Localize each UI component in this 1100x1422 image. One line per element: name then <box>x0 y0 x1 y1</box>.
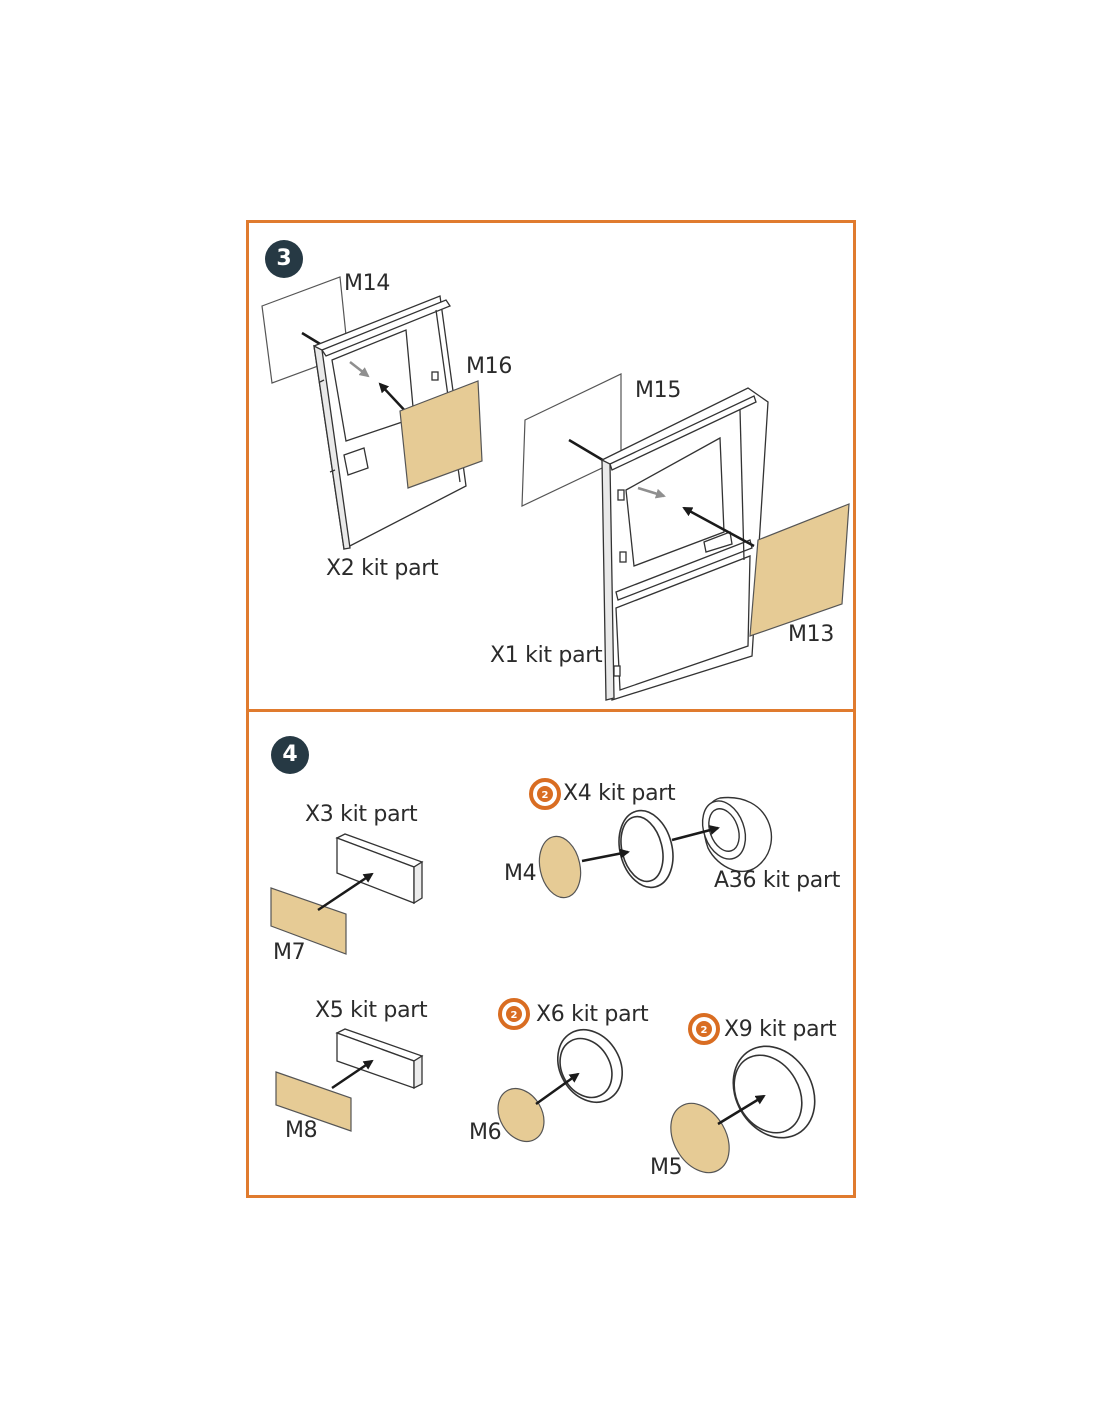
label-m6: M6 <box>469 1120 502 1145</box>
step-3-badge: 3 <box>265 240 303 278</box>
label-m5: M5 <box>650 1155 683 1180</box>
arrow-m4 <box>581 848 630 863</box>
door-x1 <box>601 387 769 701</box>
block-x5 <box>335 1028 424 1090</box>
label-m14: M14 <box>344 271 391 296</box>
label-m16: M16 <box>466 354 513 379</box>
mask-m6 <box>497 1087 545 1143</box>
repeat-2x-icon: 2 <box>498 998 530 1030</box>
ring-x4 <box>618 809 674 889</box>
mask-m16 <box>399 380 483 489</box>
svg-text:2: 2 <box>511 1010 518 1021</box>
arrow-m13 <box>682 506 755 548</box>
label-x5: X5 kit part <box>315 998 428 1023</box>
label-x9: X9 kit part <box>724 1017 837 1042</box>
label-m15: M15 <box>635 378 682 403</box>
step-4-badge: 4 <box>271 736 309 774</box>
arrow-m15-window <box>637 486 666 499</box>
ring-x9 <box>732 1045 816 1139</box>
arrow-x4 <box>671 825 720 842</box>
mask-m7 <box>270 887 347 955</box>
arrow-m16 <box>378 382 409 415</box>
arrow-m6 <box>535 1072 580 1106</box>
svg-text:2: 2 <box>701 1025 708 1036</box>
label-x2: X2 kit part <box>326 556 439 581</box>
label-m8: M8 <box>285 1118 318 1143</box>
label-m7: M7 <box>273 940 306 965</box>
door-x2 <box>313 295 467 550</box>
arrow-m7 <box>317 872 374 912</box>
svg-text:2: 2 <box>542 790 549 801</box>
mask-m4 <box>538 835 582 899</box>
arrow-m5 <box>717 1094 766 1126</box>
repeat-2x-icon: 2 <box>688 1013 720 1045</box>
arrow-m8 <box>331 1059 374 1090</box>
ring-x6 <box>557 1029 623 1103</box>
label-m4: M4 <box>504 861 537 886</box>
label-x3: X3 kit part <box>305 802 418 827</box>
label-m13: M13 <box>788 622 835 647</box>
repeat-2x-icon: 2 <box>529 778 561 810</box>
mask-m13 <box>749 503 850 637</box>
block-x3 <box>335 833 424 905</box>
arrow-m15 <box>568 438 607 464</box>
label-x1: X1 kit part <box>490 643 603 668</box>
arrow-m14-window <box>349 361 370 378</box>
label-x6: X6 kit part <box>536 1002 649 1027</box>
mask-m8 <box>275 1071 352 1132</box>
label-a36: A36 kit part <box>714 868 841 893</box>
mask-m5 <box>670 1102 730 1174</box>
label-x4: X4 kit part <box>563 781 676 806</box>
spinner-a36 <box>701 796 773 873</box>
